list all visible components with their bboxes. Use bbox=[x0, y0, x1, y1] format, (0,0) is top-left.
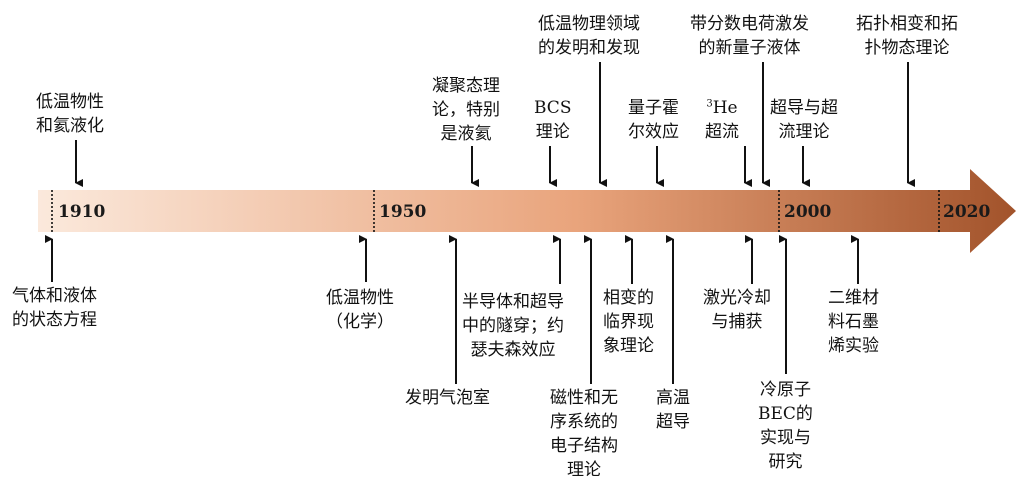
event-low-temp-chemistry: 低温物性 （化学） bbox=[326, 288, 394, 332]
event-fractional-charge-quantum-liquid: 带分数电荷激发 的新量子液体 bbox=[690, 14, 809, 58]
year-label-2020: 2020 bbox=[943, 202, 991, 222]
year-tick-marks bbox=[51, 190, 940, 232]
event-laser-cooling: 激光冷却 与捕获 bbox=[703, 288, 771, 332]
event-graphene-experiment: 二维材 料石墨 烯实验 bbox=[828, 288, 879, 356]
year-label-1910: 1910 bbox=[58, 202, 106, 222]
event-critical-phenomena: 相变的 临界现 象理论 bbox=[603, 288, 654, 356]
event-magnetic-disordered-systems: 磁性和无 序系统的 电子结构 理论 bbox=[550, 388, 618, 480]
event-arrows bbox=[45, 62, 915, 384]
event-low-temp-inventions-discoveries: 低温物理领域 的发明和发现 bbox=[538, 14, 640, 58]
event-quantum-hall-effect: 量子霍 尔效应 bbox=[628, 98, 679, 142]
event-semiconductor-tunneling: 半导体和超导 中的隧穿；约 瑟夫森效应 bbox=[462, 292, 564, 360]
event-high-temp-superconductivity: 高温 超导 bbox=[656, 388, 690, 432]
event-condensed-matter-theory: 凝聚态理 论，特别 是液氦 bbox=[432, 76, 500, 144]
event-topological-phase-transition: 拓扑相变和拓 扑物态理论 bbox=[856, 14, 958, 58]
event-he3-superfluid: 3He 超流 bbox=[705, 98, 739, 142]
event-superconductivity-superfluid-theory: 超导与超 流理论 bbox=[770, 98, 838, 142]
timeline-band-arrow bbox=[38, 169, 1016, 253]
event-cold-atom-bec: 冷原子 BEC的 实现与 研究 bbox=[758, 380, 813, 472]
event-bcs-theory: BCS 理论 bbox=[534, 98, 572, 142]
event-low-temp-physics-liquid-helium: 低温物性 和氦液化 bbox=[36, 92, 104, 136]
event-bubble-chamber: 发明气泡室 bbox=[405, 388, 490, 408]
event-gas-liquid-state-equation: 气体和液体 的状态方程 bbox=[12, 286, 97, 330]
year-label-2000: 2000 bbox=[784, 202, 832, 222]
year-label-1950: 1950 bbox=[379, 202, 427, 222]
